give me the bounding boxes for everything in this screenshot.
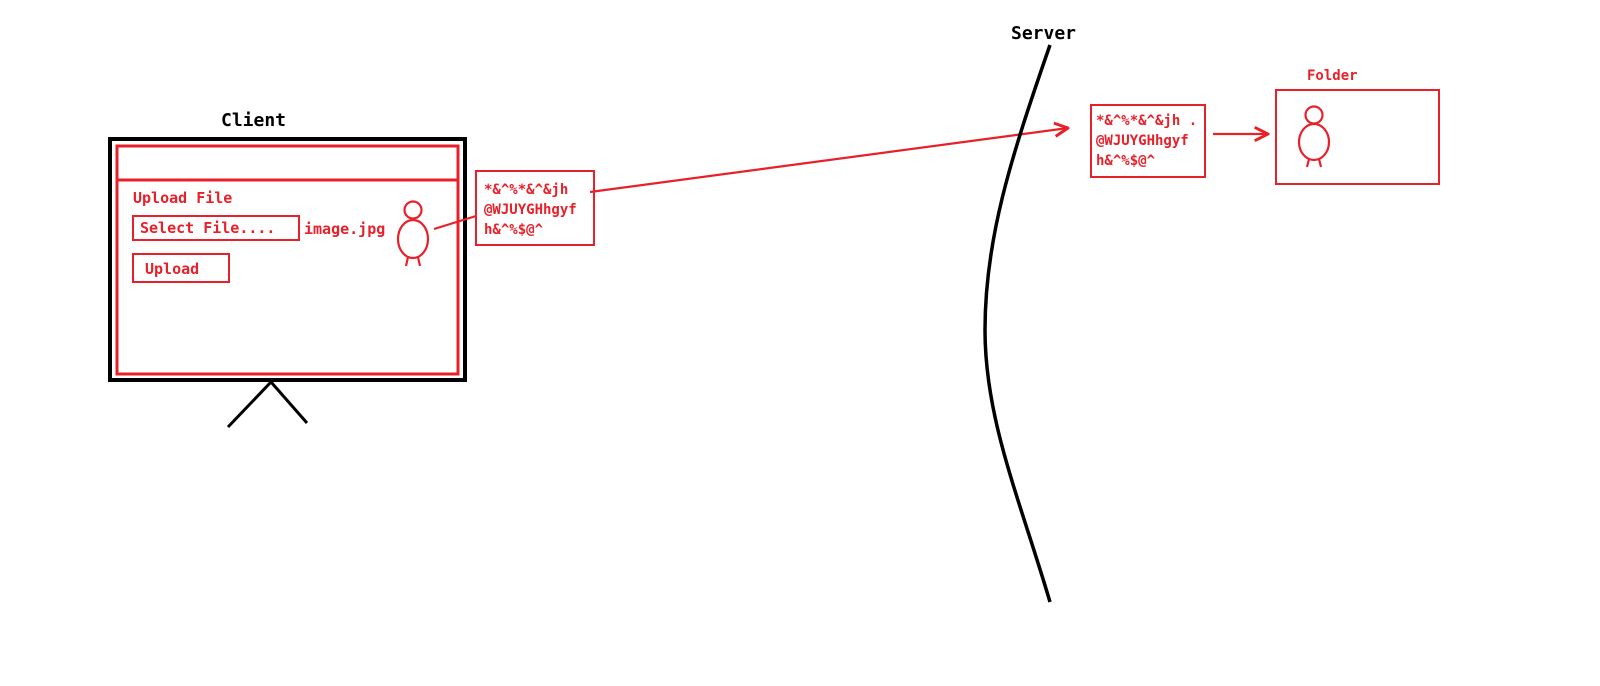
server-payload-box: *&^%*&^&jh . @WJUYGHhgyf h&^%$@^ bbox=[1090, 104, 1206, 178]
folder-label: Folder bbox=[1307, 68, 1358, 84]
transfer-arrow bbox=[589, 128, 1068, 194]
client-monitor bbox=[108, 137, 467, 429]
browser-window bbox=[115, 144, 460, 376]
figure-to-payload-line bbox=[433, 214, 477, 231]
select-file-label: Select File.... bbox=[140, 219, 275, 237]
server-payload-line-2: @WJUYGHhgyf bbox=[1096, 133, 1189, 149]
stored-file-figure bbox=[1297, 105, 1331, 168]
upload-button[interactable]: Upload bbox=[132, 253, 230, 283]
network-boundary-curve bbox=[983, 44, 1052, 603]
monitor-frame bbox=[108, 137, 467, 382]
browser-frame bbox=[115, 144, 460, 376]
folder-box bbox=[1275, 89, 1440, 185]
payload-line-1: *&^%*&^&jh bbox=[484, 182, 568, 198]
monitor-stand-right bbox=[269, 381, 309, 424]
server-label: Server bbox=[1011, 23, 1076, 44]
client-label: Client bbox=[221, 110, 286, 131]
upload-label: Upload bbox=[145, 260, 199, 278]
payload-line-3: h&^%$@^ bbox=[484, 222, 544, 238]
encoded-payload-box: *&^%*&^&jh @WJUYGHhgyf h&^%$@^ bbox=[475, 170, 595, 246]
payload-line-2: @WJUYGHhgyf bbox=[484, 202, 577, 218]
select-file-button[interactable]: Select File.... bbox=[132, 215, 300, 241]
server-payload-line-3: h&^%$@^ bbox=[1096, 153, 1156, 169]
monitor-stand-left bbox=[226, 380, 273, 429]
upload-file-heading: Upload File bbox=[133, 189, 232, 207]
server-payload-line-1: *&^%*&^&jh . bbox=[1096, 113, 1197, 129]
selected-filename: image.jpg bbox=[304, 220, 385, 238]
image-file-figure bbox=[396, 200, 430, 267]
